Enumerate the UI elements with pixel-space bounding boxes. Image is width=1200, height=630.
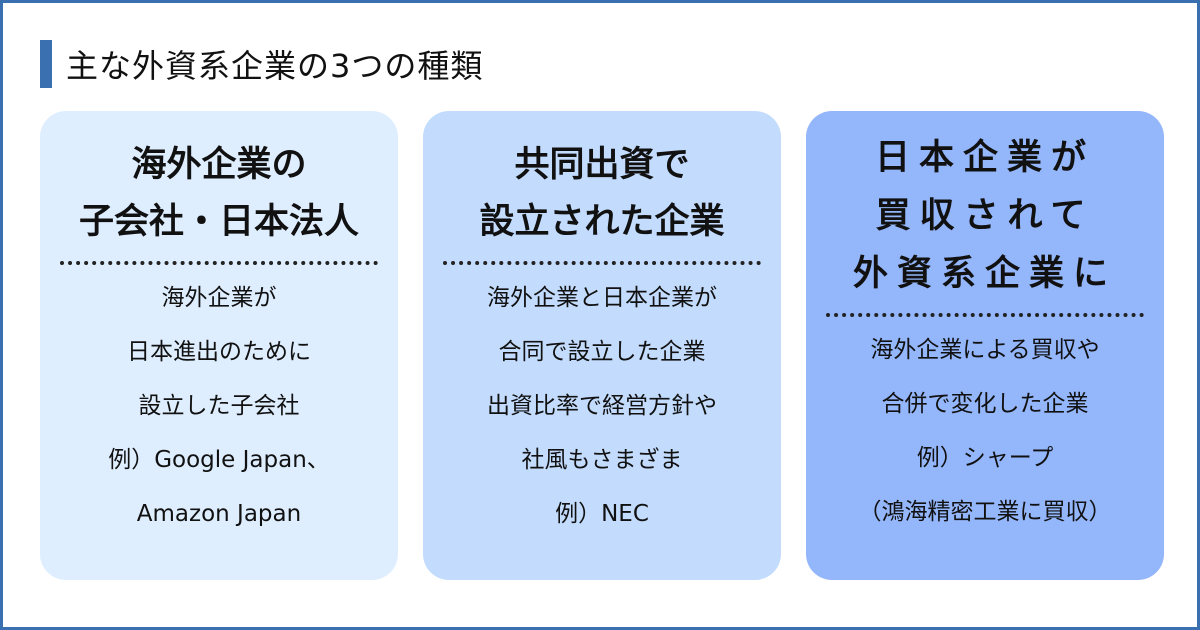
card-joint-venture: 共同出資で 設立された企業 海外企業と日本企業が 合同で設立した企業 出資比率で… xyxy=(423,111,781,580)
body-line: 設立した子会社 xyxy=(138,393,300,419)
body-line: 海外企業による買収や xyxy=(870,337,1100,363)
body-line: 出資比率で経営方針や xyxy=(487,393,717,419)
body-line: 例）NEC xyxy=(555,501,649,527)
heading-line: 海外企業の xyxy=(131,145,307,185)
card-heading: 日本企業が 買収されて 外資系企業に xyxy=(806,111,1164,303)
body-line: Amazon Japan xyxy=(136,501,302,527)
body-line: 例）Google Japan、 xyxy=(108,447,330,473)
body-line: 海外企業が xyxy=(161,285,277,311)
heading-line: 外資系企業に xyxy=(852,254,1117,294)
dotted-divider xyxy=(60,261,378,265)
body-line: 海外企業と日本企業が xyxy=(487,285,717,311)
dotted-divider xyxy=(826,313,1144,317)
heading-line: 設立された企業 xyxy=(479,202,725,242)
body-line: 合併で変化した企業 xyxy=(881,391,1089,417)
heading-line: 買収されて xyxy=(875,196,1095,236)
heading-line: 日本企業が xyxy=(874,138,1095,178)
card-body: 海外企業が 日本進出のために 設立した子会社 例）Google Japan、 A… xyxy=(40,271,398,541)
body-line: （鴻海精密工業に買収） xyxy=(858,499,1112,525)
card-body: 海外企業と日本企業が 合同で設立した企業 出資比率で経営方針や 社風もさまざま … xyxy=(423,271,781,541)
body-line: 合同で設立した企業 xyxy=(498,339,706,365)
body-line: 日本進出のために xyxy=(127,339,311,365)
heading-line: 共同出資で xyxy=(514,145,690,185)
page-title: 主な外資系企業の3つの種類 xyxy=(66,47,484,85)
card-body: 海外企業による買収や 合併で変化した企業 例）シャープ （鴻海精密工業に買収） xyxy=(806,323,1164,539)
card-acquired-company: 日本企業が 買収されて 外資系企業に 海外企業による買収や 合併で変化した企業 … xyxy=(806,111,1164,580)
body-line: 例）シャープ xyxy=(916,445,1054,471)
dotted-divider xyxy=(443,261,761,265)
heading-line: 子会社・日本法人 xyxy=(78,202,359,242)
title-accent-bar xyxy=(40,40,52,88)
body-line: 社風もさまざま xyxy=(521,447,683,473)
card-heading: 海外企業の 子会社・日本法人 xyxy=(40,111,398,251)
card-overseas-subsidiary: 海外企業の 子会社・日本法人 海外企業が 日本進出のために 設立した子会社 例）… xyxy=(40,111,398,580)
card-heading: 共同出資で 設立された企業 xyxy=(423,111,781,251)
